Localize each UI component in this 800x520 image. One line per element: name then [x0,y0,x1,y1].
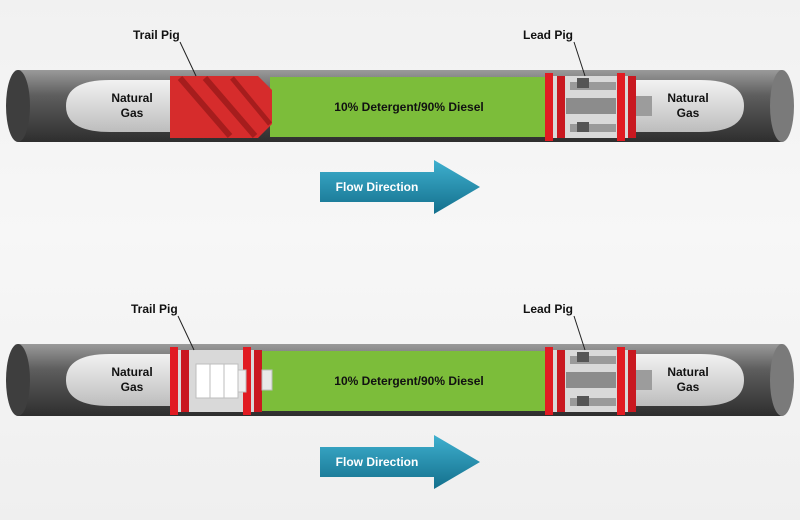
trail-pig-label: Trail Pig [131,302,178,316]
pipeline-graphic [6,41,794,214]
natural-gas-left [66,80,170,132]
natural-gas-right-label: Natural Gas [648,91,728,121]
lead-pig-leader [573,315,586,351]
natural-gas-right [636,354,744,406]
diagram-panel-top: Trail Pig Lead Pig Natural Gas Natural G… [6,28,794,214]
natural-gas-left [66,354,172,406]
lead-pig-leader [573,41,586,77]
detergent-diesel-slug [262,351,548,411]
slug-label: 10% Detergent/90% Diesel [334,100,484,114]
diagram-panel-bottom: Trail Pig Lead Pig Natural Gas Natural G… [0,260,800,520]
natural-gas-left-text: Natural Gas [111,91,153,120]
trail-pig-leader [179,41,197,77]
flow-direction-arrow [320,435,480,489]
cup-pig-icon [170,347,273,415]
detergent-diesel-slug [270,77,548,137]
natural-gas-right-text: Natural Gas [667,365,709,394]
natural-gas-left-text: Natural Gas [111,365,153,394]
lead-pig-label: Lead Pig [523,302,574,316]
trail-pig-leader [177,315,195,351]
natural-gas-right-label: Natural Gas [648,365,728,395]
slug-label: 10% Detergent/90% Diesel [334,374,484,388]
pipeline-graphic [6,315,794,489]
trail-pig-label: Trail Pig [133,28,180,42]
lead-pig-label: Lead Pig [523,28,574,42]
lead-pig-icon [545,347,652,415]
natural-gas-right [636,80,744,132]
flow-direction-label: Flow Direction [335,455,419,469]
flow-direction-label: Flow Direction [335,180,419,194]
natural-gas-right-text: Natural Gas [667,91,709,120]
natural-gas-left-label: Natural Gas [92,91,172,121]
flow-direction-arrow [320,160,480,214]
foam-pig-icon [170,76,272,138]
natural-gas-left-label: Natural Gas [92,365,172,395]
lead-pig-icon [545,73,652,141]
